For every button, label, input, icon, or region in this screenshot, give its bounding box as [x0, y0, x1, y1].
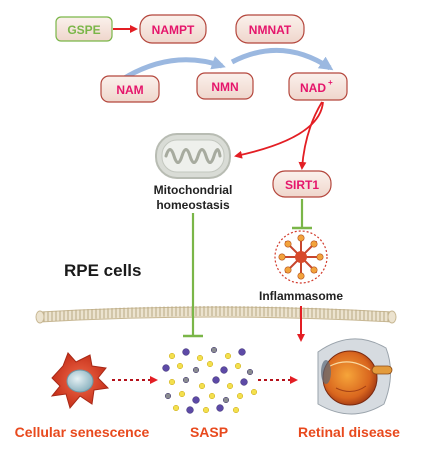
sasp-particle: [186, 406, 194, 414]
sasp-particle: [192, 396, 200, 404]
inflammasome-label: Inflammasome: [259, 289, 343, 303]
sasp-particle: [232, 406, 240, 414]
sasp-particle: [176, 362, 184, 370]
sasp-particle: [172, 404, 180, 412]
cellular-senescence-label: Cellular senescence: [15, 424, 150, 440]
rpe-cells-label: RPE cells: [64, 261, 142, 280]
sasp-particle: [164, 392, 172, 400]
nad-superscript: +: [328, 78, 333, 87]
nampt-node: NAMPT: [139, 14, 207, 44]
sasp-label: SASP: [190, 424, 228, 440]
sasp-particle: [206, 360, 214, 368]
sirt1-node: SIRT1: [272, 170, 332, 198]
senescent-cell-icon: [50, 352, 110, 410]
retinal-disease-label: Retinal disease: [298, 424, 400, 440]
nmn-to-nad-arrow: [230, 47, 334, 71]
sasp-particle: [220, 366, 228, 374]
sasp-particles-icon: [162, 346, 258, 414]
inflammasome-icon: [274, 230, 328, 284]
nad-to-sirt1-arrow: [298, 101, 323, 170]
sasp-particle: [246, 368, 254, 376]
sasp-particle: [178, 390, 186, 398]
eye-icon: [317, 338, 393, 415]
sasp-particle: [202, 406, 210, 414]
nmnat-node: NMNAT: [235, 14, 305, 44]
sasp-particle: [236, 392, 244, 400]
sasp-particle: [240, 378, 248, 386]
sirt1-label: SIRT1: [285, 178, 319, 192]
sasp-particle: [234, 362, 242, 370]
sasp-particle: [222, 396, 230, 404]
gspe-label: GSPE: [67, 23, 100, 37]
sasp-particle: [198, 382, 206, 390]
sasp-particle: [216, 404, 224, 412]
sasp-particle: [238, 348, 246, 356]
sasp-particle: [182, 348, 190, 356]
gspe-node: GSPE: [55, 16, 113, 42]
mito-label-line2: homeostasis: [156, 198, 230, 212]
nmn-node: NMN: [196, 72, 254, 100]
cell-membrane-icon: [35, 306, 397, 324]
sasp-particle: [208, 392, 216, 400]
sasp-particle: [192, 366, 200, 374]
nampt-label: NAMPT: [152, 23, 195, 37]
mitochondrion-icon: [155, 133, 231, 179]
sasp-particle: [168, 378, 176, 386]
sasp-particle: [162, 364, 170, 372]
sasp-particle: [168, 352, 176, 360]
sasp-particle: [224, 352, 232, 360]
nad-node: NAD +: [288, 72, 348, 101]
mito-label-line1: Mitochondrial: [154, 183, 233, 197]
sasp-particle: [250, 388, 258, 396]
sasp-particle: [210, 346, 218, 354]
nmn-label: NMN: [211, 80, 238, 94]
sasp-particle: [182, 376, 190, 384]
sasp-particle: [212, 376, 220, 384]
nam-node: NAM: [100, 75, 160, 103]
nam-label: NAM: [116, 83, 143, 97]
nmnat-label: NMNAT: [249, 23, 292, 37]
sasp-particle: [196, 354, 204, 362]
sasp-particle: [226, 382, 234, 390]
nad-label: NAD: [300, 81, 326, 95]
nad-to-mito-arrow: [234, 101, 324, 159]
